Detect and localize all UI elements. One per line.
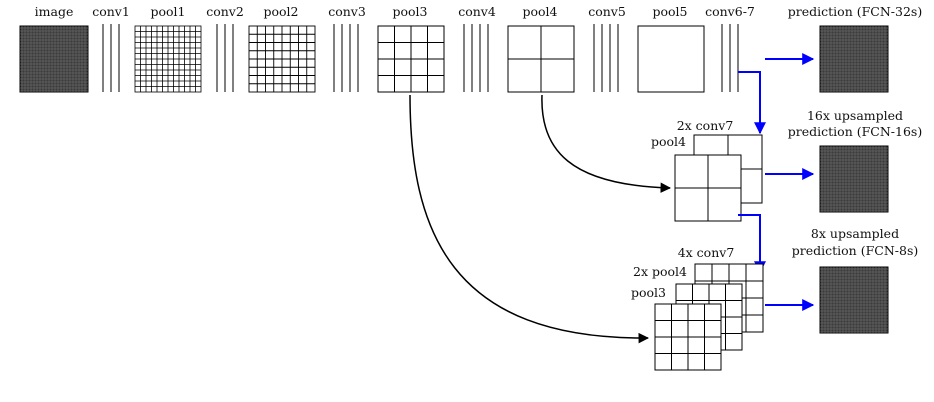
label-conv4: conv4	[458, 4, 496, 19]
label-conv6-7: conv6-7	[705, 4, 755, 19]
stack16-front-grid	[674, 154, 742, 222]
label-fcn16-line2: prediction (FCN-16s)	[788, 124, 922, 139]
label-fcn32: prediction (FCN-32s)	[788, 4, 922, 19]
conv1-layers	[102, 24, 120, 92]
conv2-layers	[216, 24, 234, 92]
label-pool4: pool4	[522, 4, 557, 19]
arrow-2x-to-4x-conv7	[738, 214, 766, 274]
pool2-grid	[248, 25, 316, 93]
arrow-pool3-to-stack8	[409, 94, 650, 344]
conv4-layers	[463, 24, 489, 92]
conv6-7-layers	[721, 24, 739, 92]
label-2x-pool4: 2x pool4	[633, 264, 687, 279]
stack8-front-grid	[654, 303, 722, 371]
label-pool5: pool5	[652, 4, 687, 19]
label-4x-conv7: 4x conv7	[678, 245, 735, 260]
conv3-layers	[333, 24, 359, 92]
arrow-conv7-to-2x	[738, 71, 766, 135]
label-conv3: conv3	[328, 4, 366, 19]
label-conv1: conv1	[92, 4, 130, 19]
prediction-fcn8-block	[819, 266, 889, 334]
label-conv5: conv5	[588, 4, 626, 19]
conv5-layers	[593, 24, 619, 92]
prediction-fcn16-block	[819, 145, 889, 213]
label-fcn8-line2: prediction (FCN-8s)	[792, 243, 918, 258]
prediction-fcn32-block	[819, 25, 889, 93]
label-pool3: pool3	[392, 4, 427, 19]
pool3-grid	[377, 25, 445, 93]
label-fcn8-line1: 8x upsampled	[811, 226, 899, 241]
label-pool2: pool2	[263, 4, 298, 19]
input-image-block	[19, 25, 89, 93]
label-pool1: pool1	[150, 4, 185, 19]
label-2x-conv7: 2x conv7	[677, 118, 734, 133]
label-fcn16-line1: 16x upsampled	[807, 108, 903, 123]
pool1-grid	[134, 25, 202, 93]
arrow-pool4-to-stack16	[541, 94, 672, 193]
label-image: image	[35, 4, 74, 19]
pool5-grid	[637, 25, 705, 93]
label-stack16-pool4: pool4	[651, 134, 686, 149]
label-conv2: conv2	[206, 4, 244, 19]
pool4-grid	[507, 25, 575, 93]
label-stack8-pool3: pool3	[631, 285, 666, 300]
